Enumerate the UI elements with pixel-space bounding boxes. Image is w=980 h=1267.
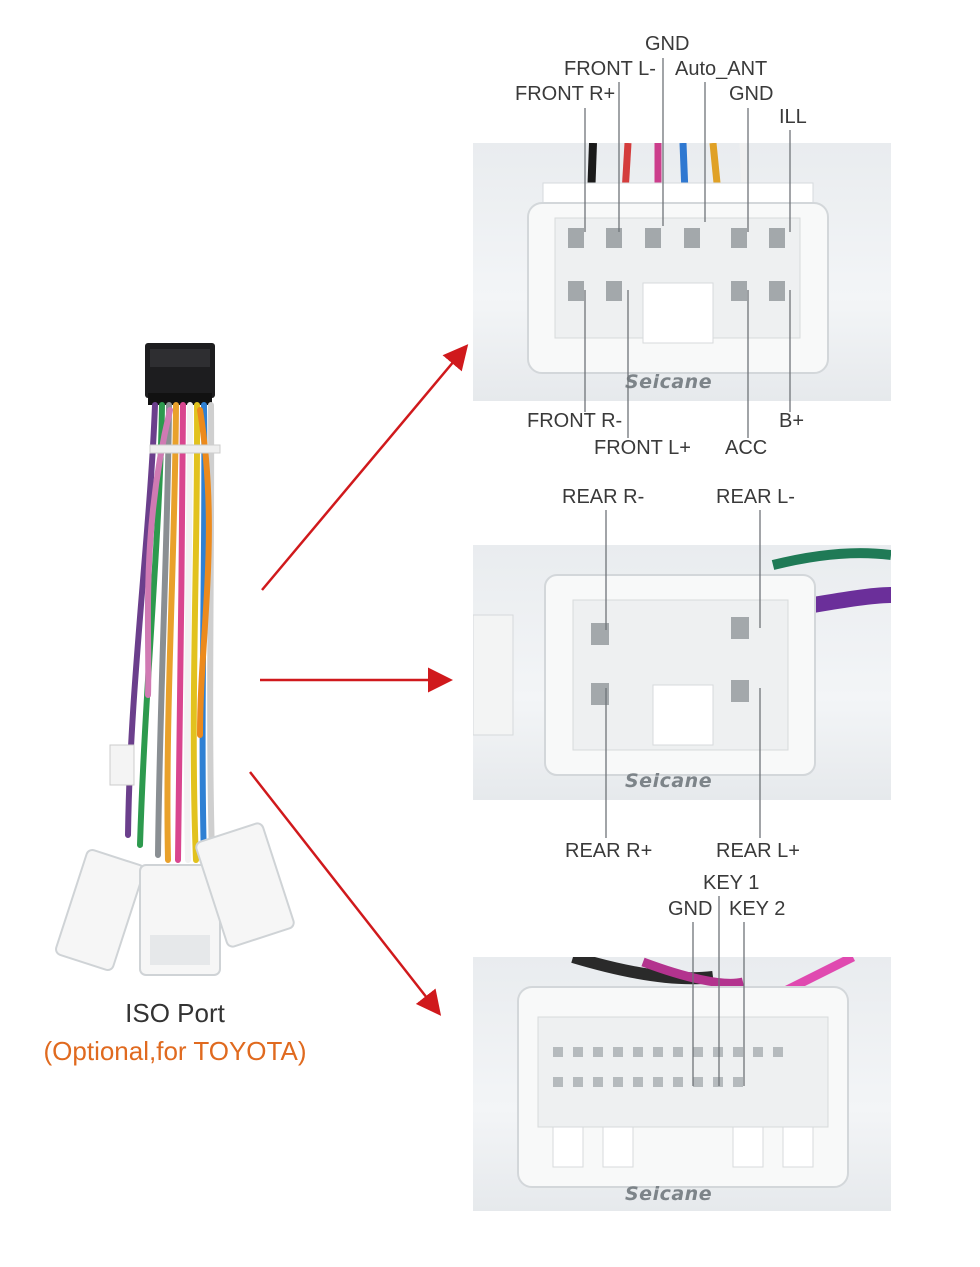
label-gnd-bottom: GND bbox=[668, 898, 713, 920]
iso-harness-image bbox=[55, 343, 295, 976]
iso-port-title: ISO Port bbox=[125, 998, 225, 1028]
label-acc: ACC bbox=[725, 437, 768, 459]
label-rear-l-minus: REAR L- bbox=[716, 486, 795, 508]
label-rear-l-plus: REAR L+ bbox=[716, 840, 800, 862]
label-front-l-plus: FRONT L+ bbox=[594, 437, 691, 459]
label-front-r-minus: FRONT R- bbox=[527, 410, 623, 432]
connector-1-photo: Seicane bbox=[473, 143, 891, 401]
seicane-watermark-2: Seicane bbox=[625, 770, 713, 792]
label-b-plus: B+ bbox=[779, 410, 805, 432]
connector-3-photo: Seicane bbox=[473, 957, 891, 1211]
label-front-l-minus: FRONT L- bbox=[564, 58, 656, 80]
connector-2-photo: Seicane bbox=[473, 545, 891, 800]
label-key2: KEY 2 bbox=[729, 898, 786, 920]
label-ill: ILL bbox=[779, 106, 807, 128]
seicane-watermark-1: Seicane bbox=[625, 371, 713, 393]
iso-port-subtitle: (Optional,for TOYOTA) bbox=[43, 1036, 307, 1066]
seicane-watermark-3: Seicane bbox=[625, 1183, 713, 1205]
label-rear-r-plus: REAR R+ bbox=[565, 840, 653, 862]
label-key1: KEY 1 bbox=[703, 872, 760, 894]
label-gnd-top: GND bbox=[645, 33, 690, 55]
label-front-r-plus: FRONT R+ bbox=[515, 83, 616, 105]
label-auto-ant: Auto_ANT bbox=[675, 58, 768, 80]
label-rear-r-minus: REAR R- bbox=[562, 486, 645, 508]
label-gnd-2: GND bbox=[729, 83, 774, 105]
